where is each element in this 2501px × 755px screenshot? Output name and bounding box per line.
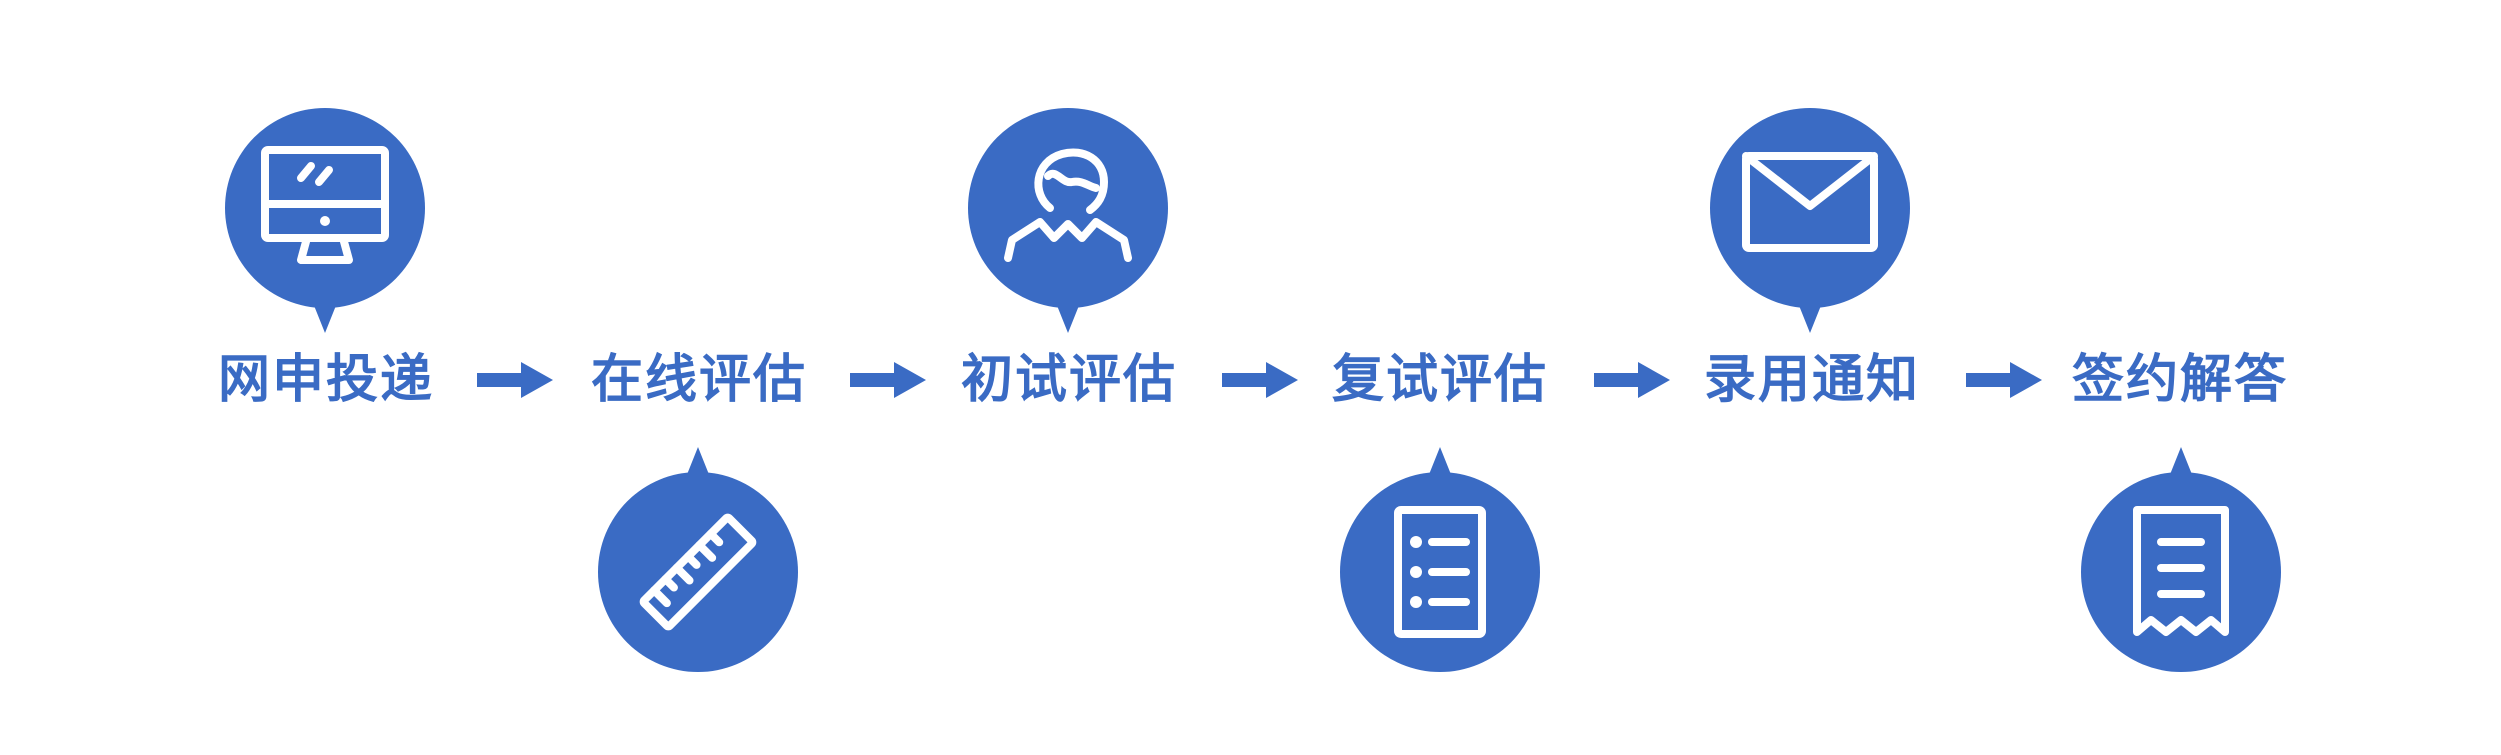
checklist-icon — [1340, 447, 1540, 672]
step-5-pin — [1700, 98, 1920, 358]
envelope-icon — [1710, 108, 1910, 333]
step-3-label: 初试评估 — [960, 350, 1177, 410]
step-6-pin — [2071, 422, 2291, 682]
step-4-label: 复试评估 — [1331, 350, 1548, 410]
arrow-1 — [477, 362, 553, 398]
arrow-2 — [850, 362, 926, 398]
step-6-label: 签约解答 — [2071, 350, 2288, 410]
right-arrow-icon — [1966, 362, 2042, 398]
interviewer-icon — [968, 108, 1168, 333]
step-3-pin — [958, 98, 1178, 358]
receipt-icon — [2081, 447, 2281, 672]
step-5-label: 录用通知 — [1703, 350, 1920, 410]
step-2-pin — [588, 422, 808, 682]
monitor-icon — [225, 108, 425, 333]
right-arrow-icon — [477, 362, 553, 398]
right-arrow-icon — [1594, 362, 1670, 398]
ruler-icon — [598, 447, 798, 672]
step-1-pin — [215, 98, 435, 358]
right-arrow-icon — [850, 362, 926, 398]
step-1-label: 网申投递 — [217, 350, 434, 410]
step-4-pin — [1330, 422, 1550, 682]
arrow-4 — [1594, 362, 1670, 398]
arrow-3 — [1222, 362, 1298, 398]
arrow-5 — [1966, 362, 2042, 398]
right-arrow-icon — [1222, 362, 1298, 398]
step-2-label: 在线评估 — [590, 350, 807, 410]
